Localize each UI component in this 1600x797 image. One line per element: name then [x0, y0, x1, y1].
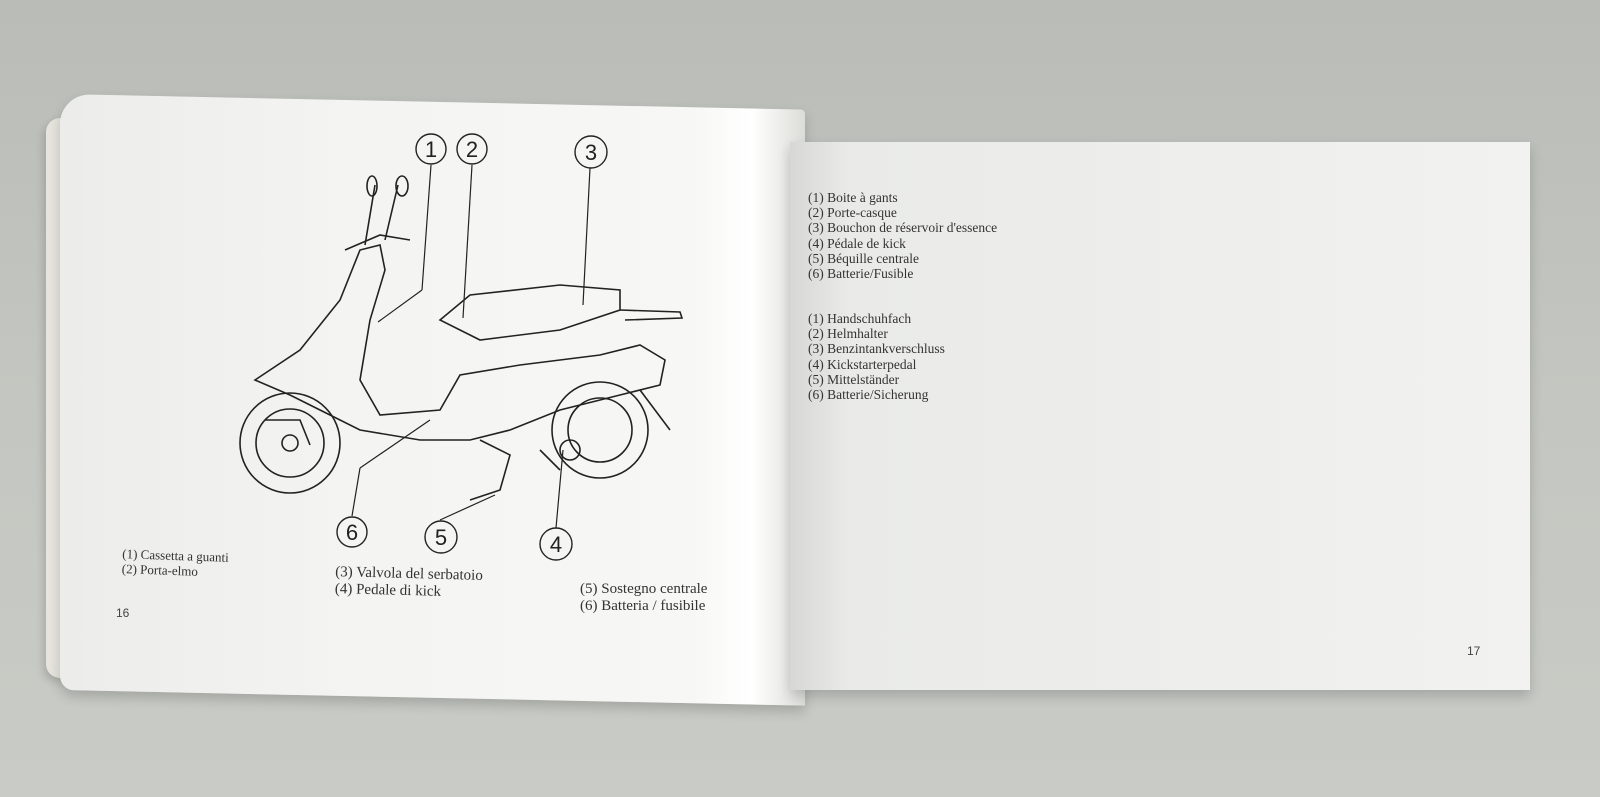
page-number-left: 16	[116, 606, 130, 620]
svg-text:3: 3	[585, 140, 597, 165]
legend-item: (2) Helmhalter	[808, 326, 888, 342]
right-page	[790, 142, 1530, 690]
legend-item: (1) Boite à gants	[808, 190, 898, 205]
callout-4: 4	[539, 527, 573, 561]
page-number-right: 17	[1467, 644, 1481, 658]
legend-item: (6) Batteria / fusibile	[580, 598, 706, 614]
callout-6: 6	[336, 516, 368, 548]
scooter-diagram: 1 2 3 4 5 6	[239, 133, 684, 561]
legend-item: (5) Sostegno centrale	[580, 581, 708, 597]
legend-item: (5) Mittelständer	[808, 371, 900, 387]
leader-lines	[351, 164, 591, 529]
svg-text:1: 1	[425, 137, 437, 162]
callout-2: 2	[456, 133, 488, 165]
callout-1: 1	[415, 133, 447, 165]
svg-text:4: 4	[550, 532, 562, 557]
svg-text:2: 2	[466, 137, 478, 162]
legend-item: (4) Pédale de kick	[808, 235, 906, 251]
svg-text:6: 6	[346, 520, 358, 545]
scooter-illustration	[239, 175, 684, 501]
legend-item: (5) Béquille centrale	[808, 250, 919, 266]
svg-text:5: 5	[435, 525, 447, 550]
legend-italian-3: (5) Sostegno centrale (6) Batteria / fus…	[580, 581, 725, 615]
legend-item: (6) Batterie/Sicherung	[808, 387, 929, 403]
legend-item: (3) Benzintankverschluss	[808, 341, 945, 357]
callout-3: 3	[574, 135, 608, 169]
legend-german: (1) Handschuhfach (2) Helmhalter (3) Ben…	[808, 311, 945, 402]
legend-item: (3) Bouchon de réservoir d'essence	[808, 220, 998, 236]
legend-item: (1) Handschuhfach	[808, 311, 912, 326]
legend-item: (2) Porte-casque	[808, 205, 897, 221]
legend-item: (4) Kickstarterpedal	[808, 356, 917, 372]
legend-italian-2: (3) Valvola del serbatoio (4) Pedale di …	[335, 564, 483, 602]
callout-markers: 1 2 3 4 5 6	[336, 133, 608, 561]
legend-italian-1: (1) Cassetta a guanti (2) Porta-elmo	[122, 546, 230, 580]
callout-5: 5	[424, 520, 458, 554]
legend-item: (6) Batterie/Fusible	[808, 266, 914, 282]
legend-french: (1) Boite à gants (2) Porte-casque (3) B…	[808, 190, 997, 281]
